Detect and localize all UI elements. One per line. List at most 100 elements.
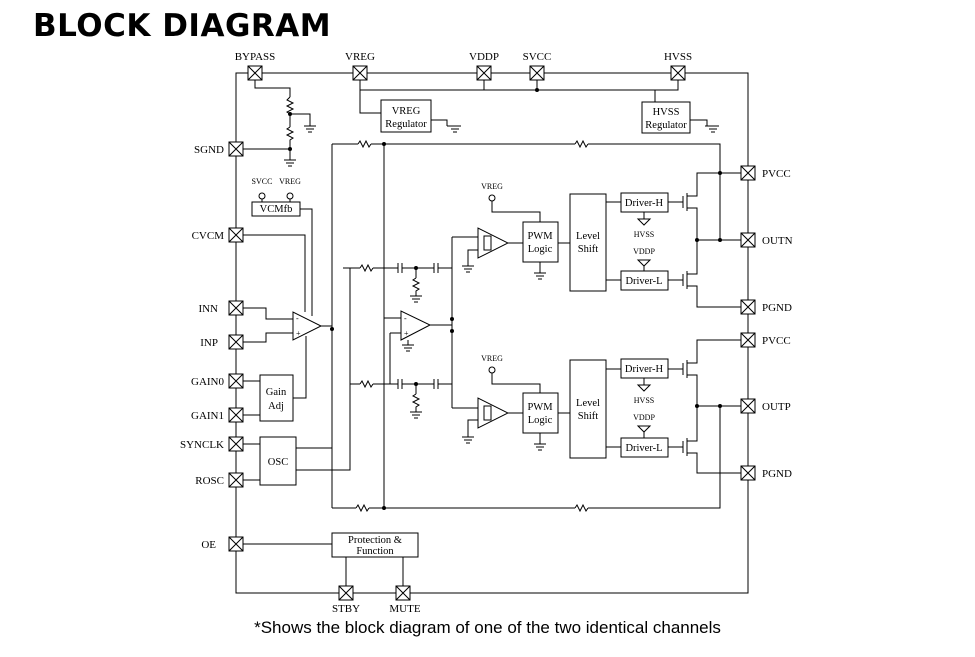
outn-pin: [740, 232, 756, 248]
gain-adj-line2: Adj: [268, 401, 284, 412]
stby-label: STBY: [332, 603, 360, 615]
mute-label: MUTE: [389, 603, 420, 615]
gain1-pin: [228, 407, 244, 423]
protection-line2: Function: [356, 546, 394, 557]
driver-l-bottom-label: Driver-L: [625, 443, 662, 454]
top-comparator: [477, 227, 510, 259]
synclk-pin: [228, 436, 244, 452]
mute-pin: [395, 585, 411, 601]
pwm-logic-top-block: [522, 221, 559, 263]
protection-line1: Protection &: [348, 535, 402, 546]
input-amplifier: - +: [292, 311, 323, 341]
gain-adj-block: [259, 374, 294, 422]
inp-label: INP: [200, 337, 218, 349]
driver-h-top-label: Driver-H: [625, 198, 664, 209]
diagram-title: BLOCK DIAGRAM: [33, 8, 332, 44]
vcmfb-label: VCMfb: [260, 204, 293, 215]
pvcc-bottom-label: PVCC: [762, 335, 791, 347]
integrator-amplifier: - +: [400, 310, 432, 341]
pgnd-top-label: PGND: [762, 302, 792, 314]
hvss-regulator-line1: HVSS: [653, 107, 680, 118]
vreg-label: VREG: [345, 51, 375, 63]
rosc-pin: [228, 472, 244, 488]
hvss-regulator-block: [641, 101, 691, 134]
pwm-logic-bottom-line1: PWM: [527, 402, 553, 413]
osc-label: OSC: [268, 457, 288, 468]
hvss-top-label: HVSS: [634, 230, 654, 239]
vddp-top-label: VDDP: [633, 247, 655, 256]
svg-text:-: -: [404, 314, 407, 323]
synclk-label: SYNCLK: [180, 439, 224, 451]
top-output-stage: [668, 144, 741, 308]
driver-l-top-label: Driver-L: [625, 276, 662, 287]
sgnd-pin: [228, 141, 244, 157]
level-shift-top-block: [569, 193, 607, 292]
inn-label: INN: [198, 303, 218, 315]
outp-label: OUTP: [762, 401, 791, 413]
protection-function-block: [331, 532, 419, 558]
bottom-comparator: [477, 397, 510, 429]
pwm-logic-bottom-block: [522, 392, 559, 434]
pvcc-top-pin: [740, 165, 756, 181]
bottom-output-stage: [668, 339, 741, 474]
level-shift-bottom-block: [569, 359, 607, 459]
outp-pin: [740, 398, 756, 414]
pgnd-bottom-pin: [740, 465, 756, 481]
inn-pin: [228, 300, 244, 316]
svcc-small-label: SVCC: [252, 177, 273, 186]
rosc-label: ROSC: [195, 475, 224, 487]
oe-label: OE: [201, 539, 216, 551]
hvss-regulator-line2: Regulator: [645, 120, 687, 131]
pin-boxes: [228, 65, 756, 601]
level-shift-bottom-line1: Level: [576, 398, 600, 409]
vreg-regulator-block: [380, 99, 432, 133]
feedback-wiring: [331, 139, 721, 513]
pwm-logic-top-line1: PWM: [527, 231, 553, 242]
vreg-bottom-label: VREG: [481, 354, 503, 363]
supply-wiring: [243, 80, 719, 167]
hvss-bottom-label: HVSS: [634, 396, 654, 405]
stby-pin: [338, 585, 354, 601]
gain0-label: GAIN0: [191, 376, 224, 388]
hvss-label: HVSS: [664, 51, 692, 63]
outn-label: OUTN: [762, 235, 793, 247]
top-filter: [343, 236, 478, 319]
driver-h-bottom-label: Driver-H: [625, 364, 664, 375]
pvcc-top-label: PVCC: [762, 168, 791, 180]
bypass-pin: [247, 65, 263, 81]
vddp-bottom-label: VDDP: [633, 413, 655, 422]
svg-text:+: +: [404, 329, 409, 338]
pin-labels: BYPASS VREG VDDP SVCC HVSS SGND CVCM INN…: [180, 51, 793, 615]
chip-outline: [235, 72, 749, 594]
level-shift-bottom-line2: Shift: [578, 411, 599, 422]
bypass-label: BYPASS: [235, 51, 276, 63]
gain-adj-line1: Gain: [266, 387, 287, 398]
svg-text:-: -: [296, 314, 299, 323]
hvss-pin: [670, 65, 686, 81]
inp-pin: [228, 334, 244, 350]
oe-pin: [228, 536, 244, 552]
sgnd-label: SGND: [194, 144, 224, 156]
pwm-logic-top-line2: Logic: [528, 244, 553, 255]
vddp-pin: [476, 65, 492, 81]
vreg-regulator-line1: VREG: [392, 106, 421, 117]
pvcc-bottom-pin: [740, 332, 756, 348]
vreg-small-label: VREG: [279, 177, 301, 186]
level-shift-top-line2: Shift: [578, 244, 599, 255]
vreg-top-label: VREG: [481, 182, 503, 191]
pwm-logic-bottom-line2: Logic: [528, 415, 553, 426]
svg-text:+: +: [296, 329, 301, 338]
cvcm-pin: [228, 227, 244, 243]
svcc-label: SVCC: [523, 51, 552, 63]
bottom-filter: [350, 331, 478, 419]
gain0-pin: [228, 373, 244, 389]
vreg-pin: [352, 65, 368, 81]
pgnd-top-pin: [740, 299, 756, 315]
svcc-pin: [529, 65, 545, 81]
vreg-regulator-line2: Regulator: [385, 119, 427, 130]
cvcm-label: CVCM: [192, 230, 225, 242]
osc-block: [259, 436, 297, 486]
pgnd-bottom-label: PGND: [762, 468, 792, 480]
footnote: *Shows the block diagram of one of the t…: [254, 618, 721, 637]
vddp-label: VDDP: [469, 51, 499, 63]
